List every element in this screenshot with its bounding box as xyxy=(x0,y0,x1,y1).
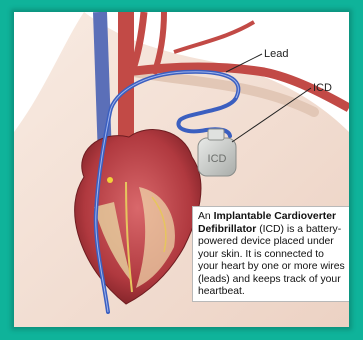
lead-label: Lead xyxy=(264,49,288,60)
icd-device-label: ICD xyxy=(208,153,227,165)
info-prefix: An xyxy=(198,211,214,222)
icd-label: ICD xyxy=(313,83,332,94)
illustration-frame: ICD Lead ICD An Implantable Cardioverter… xyxy=(14,12,349,327)
sa-node xyxy=(107,177,113,183)
icd-header xyxy=(208,129,224,140)
info-box: An Implantable Cardioverter Defibrillato… xyxy=(192,206,349,302)
